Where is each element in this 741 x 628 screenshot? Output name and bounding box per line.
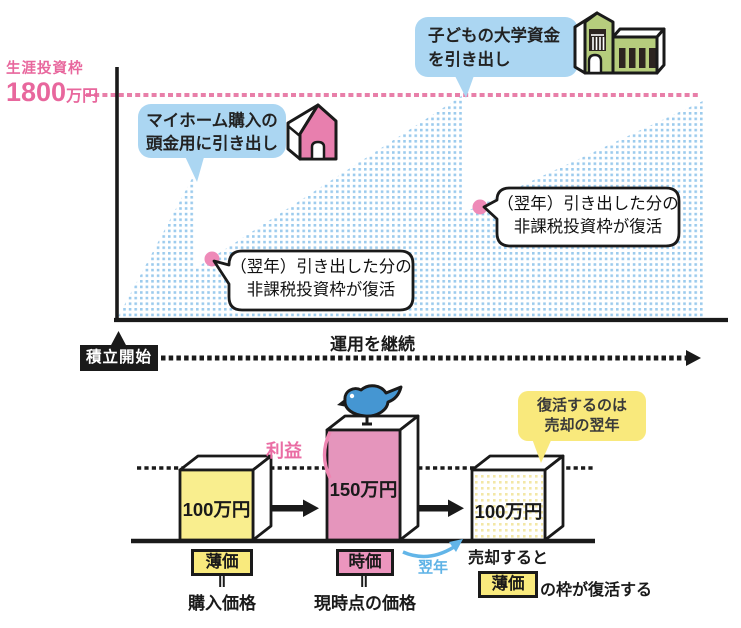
book-value-amount: 100万円 [182,499,251,520]
revive-desc: の枠が復活する [540,582,653,599]
revival-dot-2 [472,199,488,215]
note-line1: 復活するのは [536,397,627,414]
profit-label: 利益 [266,441,302,461]
market-value-box [325,414,420,542]
market-value-amount: 150万円 [329,479,398,500]
callout-2-text: （翌年）引き出した分の 非課税投資枠が復活 [497,193,679,239]
market-value-desc: 現時点の価格 [314,594,416,613]
callout-2-line2: 非課税投資枠が復活 [513,218,663,236]
limit-value: 1800 [6,76,67,107]
bubble-home-line2: 頭金用に引き出し [146,135,278,153]
callout-1-text: （翌年）引き出した分の 非課税投資枠が復活 [229,256,413,302]
equals-sign-1: ‖ [217,572,227,591]
bubble-home-text: マイホーム購入の 頭金用に引き出し [138,110,286,156]
market-value-tag: 時価 [336,549,394,576]
university-icon [573,11,666,75]
flow-arrow-1 [271,499,319,517]
timeline-arrowhead [686,350,701,366]
bird-icon [337,384,403,426]
house-icon [286,103,338,161]
bubble-college-line2: を引き出し [428,51,511,69]
callout-bubble-2 [482,186,681,248]
callout-1-line1: （翌年）引き出した分の [230,258,412,276]
book-value-desc: 購入価格 [188,594,256,613]
callout-2-line1: （翌年）引き出した分の [497,195,679,213]
book-value-tag: 薄価 [191,549,253,576]
callout-bubble-1 [212,249,415,312]
speech-bubble-college [415,17,578,98]
equals-sign-2: ‖ [359,572,369,591]
revived-amount: 100万円 [474,501,543,522]
bubble-college-text: 子どもの大学資金 を引き出し [428,24,591,72]
limit-title: 生涯投資枠 [6,61,84,77]
start-badge: 積立開始 [80,345,158,371]
callout-1-line2: 非課税投資枠が復活 [246,281,396,299]
xaxis-label: 運用を継続 [330,335,415,354]
sell-label: 売却すると [468,550,549,567]
next-year-arrow [402,539,463,559]
profit-bracket [322,431,332,479]
limit-unit: 万円 [66,87,99,105]
revived-quota-box [470,454,565,542]
revive-book-tag: 薄価 [478,571,538,598]
next-year-label: 翌年 [418,559,449,576]
flow-arrow-2 [417,499,464,517]
bubble-home-line1: マイホーム購入の [146,112,278,130]
bubble-college-line1: 子どもの大学資金 [428,27,560,45]
note-line2: 売却の翌年 [544,417,620,434]
revival-note: 復活するのは 売却の翌年 [518,391,646,441]
book-value-box [178,454,273,542]
note-tail [531,436,553,463]
origin-tick [110,331,127,347]
speech-bubble-home [138,104,286,182]
lifetime-limit-label: 生涯投資枠 1800万円 [6,62,98,106]
